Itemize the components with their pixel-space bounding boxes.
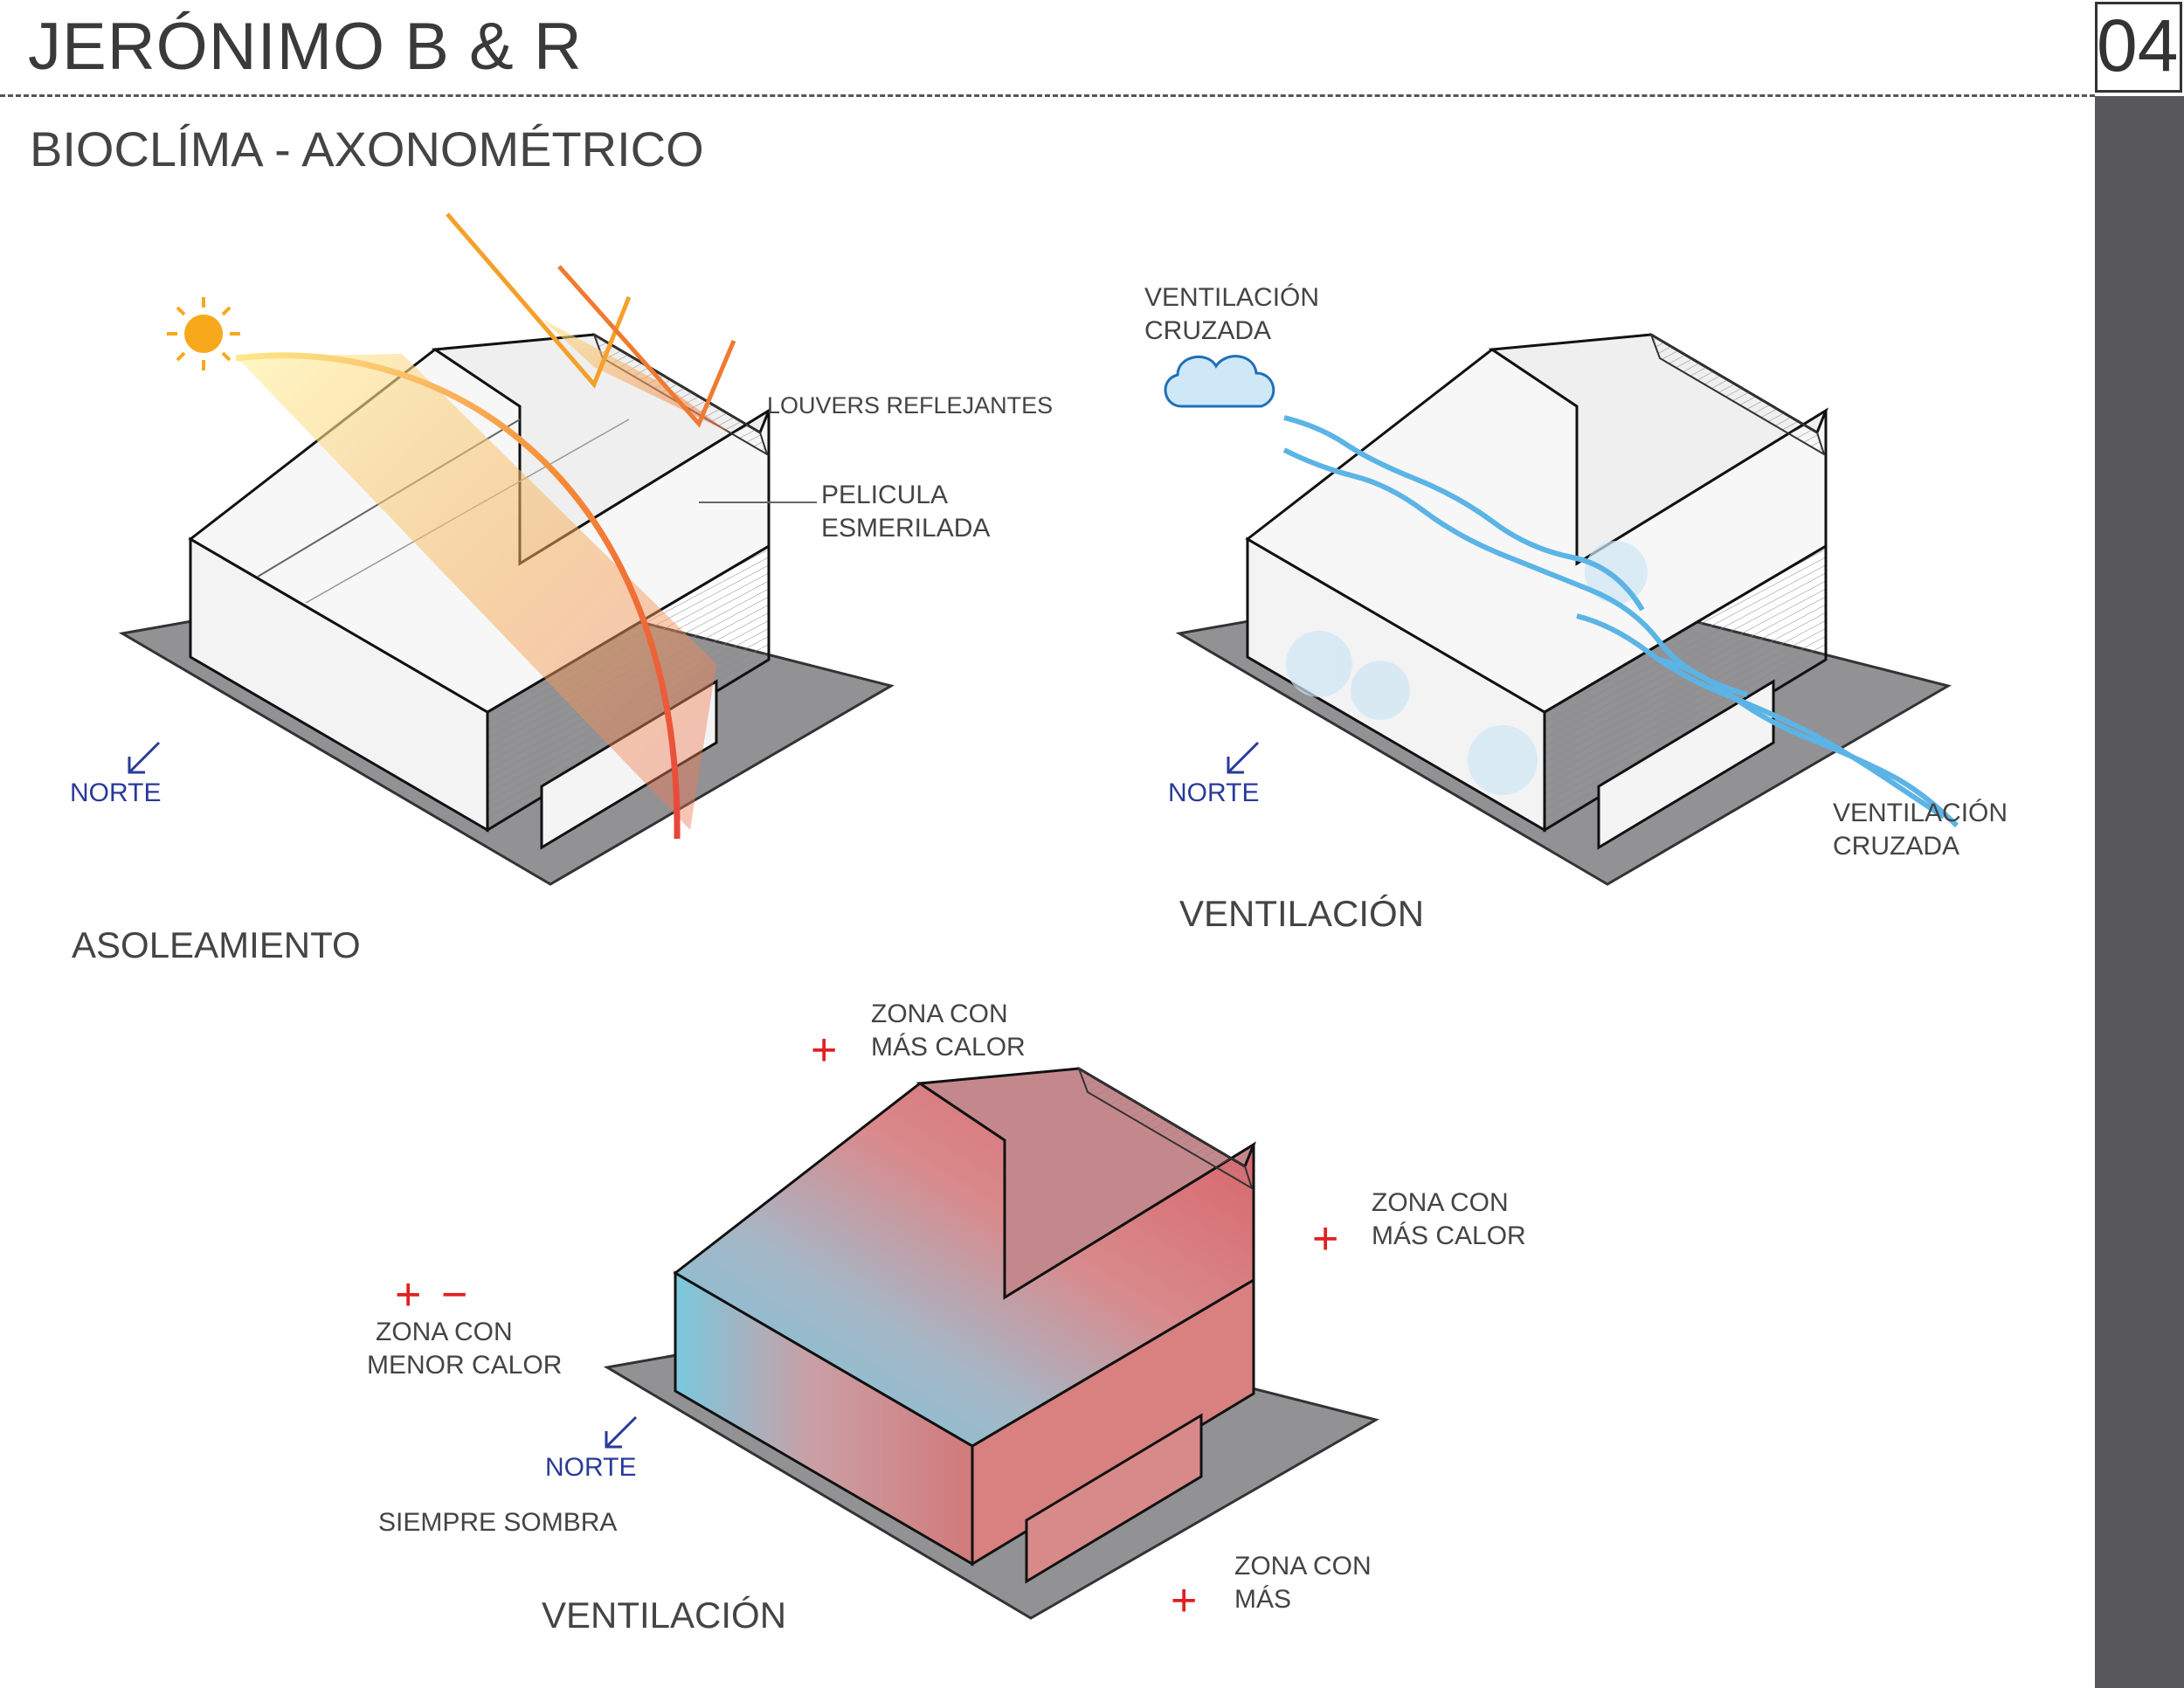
north-label: NORTE bbox=[545, 1453, 637, 1482]
diagram-title-asoleamiento: ASOLEAMIENTO bbox=[72, 924, 361, 965]
north-label: NORTE bbox=[70, 778, 162, 807]
plus-icon: + bbox=[1312, 1214, 1339, 1264]
plus-icon: + bbox=[811, 1025, 838, 1076]
diagram-heat-zones bbox=[603, 1066, 1379, 1620]
north-arrow-icon bbox=[128, 741, 161, 774]
page-number: 04 bbox=[2097, 4, 2179, 86]
sun-ray-beam bbox=[236, 354, 716, 830]
right-sidebar bbox=[2095, 96, 2184, 1688]
wind-arrow bbox=[1282, 447, 1748, 697]
plus-icon: + bbox=[1171, 1575, 1198, 1626]
wind-arrow bbox=[1283, 415, 1645, 612]
diagram-ventilacion bbox=[1164, 332, 1959, 886]
page-title: JERÓNIMO B & R bbox=[28, 10, 583, 84]
diagram-title-ventilacion: VENTILACIÓN bbox=[1179, 893, 1425, 934]
label-pelicula-line1: PELICULA bbox=[821, 481, 949, 509]
label-zona-right-line2: MÁS CALOR bbox=[1372, 1221, 1526, 1250]
window bbox=[1025, 1413, 1203, 1584]
sun-path-arc bbox=[235, 352, 681, 840]
label-ventilacion-top-line1: VENTILACIÓN bbox=[1144, 283, 1320, 312]
north-label: NORTE bbox=[1168, 778, 1260, 807]
label-siempre-sombra: SIEMPRE SOMBRA bbox=[378, 1508, 618, 1537]
roof-louvers bbox=[1649, 332, 1826, 457]
label-zona-top-line1: ZONA CON bbox=[871, 1000, 1008, 1028]
diagram-title-ventilacion-heat: VENTILACIÓN bbox=[542, 1595, 787, 1636]
plus-icon: + bbox=[395, 1269, 422, 1320]
label-zona-bottom-line2: MÁS bbox=[1234, 1585, 1292, 1614]
diagram-asoleamiento bbox=[118, 212, 895, 886]
label-zona-right-line1: ZONA CON bbox=[1372, 1188, 1509, 1217]
cloud-icon bbox=[1164, 355, 1275, 408]
page-subtitle: BIOCLÍMA - AXONOMÉTRICO bbox=[30, 121, 704, 176]
label-ventilacion-bottom-line2: CRUZADA bbox=[1833, 832, 1960, 861]
window bbox=[1597, 679, 1775, 850]
minus-icon: − bbox=[441, 1269, 468, 1320]
roof-louvers bbox=[1077, 1066, 1254, 1191]
sun-icon bbox=[167, 297, 240, 370]
label-zona-left-line2: MENOR CALOR bbox=[367, 1351, 563, 1380]
north-arrow-icon bbox=[605, 1415, 638, 1449]
label-zona-top-line2: MÁS CALOR bbox=[871, 1033, 1026, 1062]
label-louvers-reflejantes: LOUVERS REFLEJANTES bbox=[767, 392, 1054, 419]
label-pelicula-line2: ESMERILADA bbox=[821, 514, 991, 543]
label-zona-left-line1: ZONA CON bbox=[376, 1318, 513, 1346]
page-number-box bbox=[2095, 2, 2182, 93]
header-divider bbox=[0, 94, 2095, 97]
north-arrow-icon bbox=[1227, 741, 1260, 774]
label-ventilacion-bottom-line1: VENTILACIÓN bbox=[1833, 799, 2008, 827]
label-ventilacion-top-line2: CRUZADA bbox=[1144, 316, 1272, 345]
wind-arrow bbox=[1659, 657, 1959, 828]
label-zona-bottom-line1: ZONA CON bbox=[1234, 1552, 1372, 1581]
wind-arrow bbox=[1576, 613, 1946, 820]
